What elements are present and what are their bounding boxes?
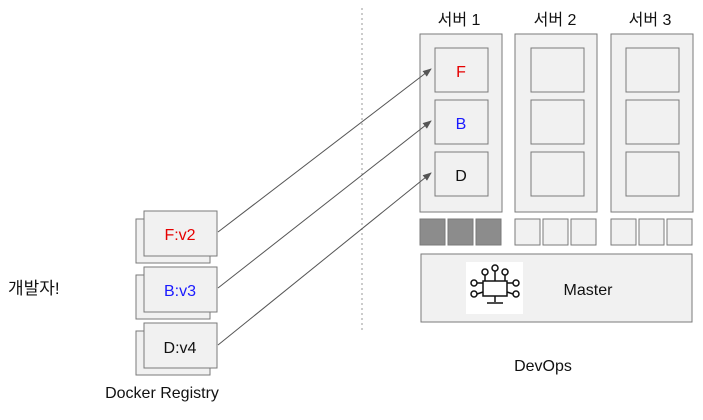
registry-image-f: F:v2 — [135, 210, 218, 264]
server-title: 서버 1 — [438, 11, 481, 29]
container-slot — [434, 99, 489, 145]
master-box — [420, 253, 693, 323]
registry-image-label: B:v3 — [164, 283, 196, 300]
container-slot — [625, 151, 680, 197]
status-block — [514, 218, 541, 246]
devops-label: DevOps — [514, 358, 572, 375]
container-slot — [625, 99, 680, 145]
container-slot — [530, 47, 585, 93]
container-slot — [434, 47, 489, 93]
server-title: 서버 3 — [629, 11, 672, 29]
container-label: F — [456, 64, 466, 81]
master-node: Master — [420, 253, 693, 323]
registry-image-label: D:v4 — [164, 340, 197, 357]
container-slot — [625, 47, 680, 93]
registry-image-d: D:v4 — [135, 322, 218, 376]
status-block — [610, 218, 637, 246]
container-slot — [434, 151, 489, 197]
master-label: Master — [564, 282, 614, 299]
container-slot — [530, 151, 585, 197]
server-3: 서버 3 — [610, 11, 694, 246]
server-title: 서버 2 — [534, 11, 577, 29]
status-block — [542, 218, 569, 246]
status-block — [666, 218, 693, 246]
network-computer-icon — [466, 262, 523, 314]
container-label: D — [455, 168, 467, 185]
status-block — [638, 218, 665, 246]
container-slot — [530, 99, 585, 145]
status-block — [475, 218, 502, 246]
registry-image-label: F:v2 — [164, 227, 195, 244]
deploy-arrow — [217, 172, 432, 346]
registry-label: Docker Registry — [105, 385, 219, 402]
status-block — [419, 218, 446, 246]
status-block — [447, 218, 474, 246]
container-label: B — [456, 116, 467, 133]
developer-label: 개발자! — [8, 279, 60, 298]
server-1: 서버 1 F B D — [419, 11, 503, 246]
deploy-arrow — [217, 68, 432, 233]
deploy-arrow — [217, 120, 432, 289]
registry-image-b: B:v3 — [135, 266, 218, 320]
status-block — [570, 218, 597, 246]
server-2: 서버 2 — [514, 11, 598, 246]
